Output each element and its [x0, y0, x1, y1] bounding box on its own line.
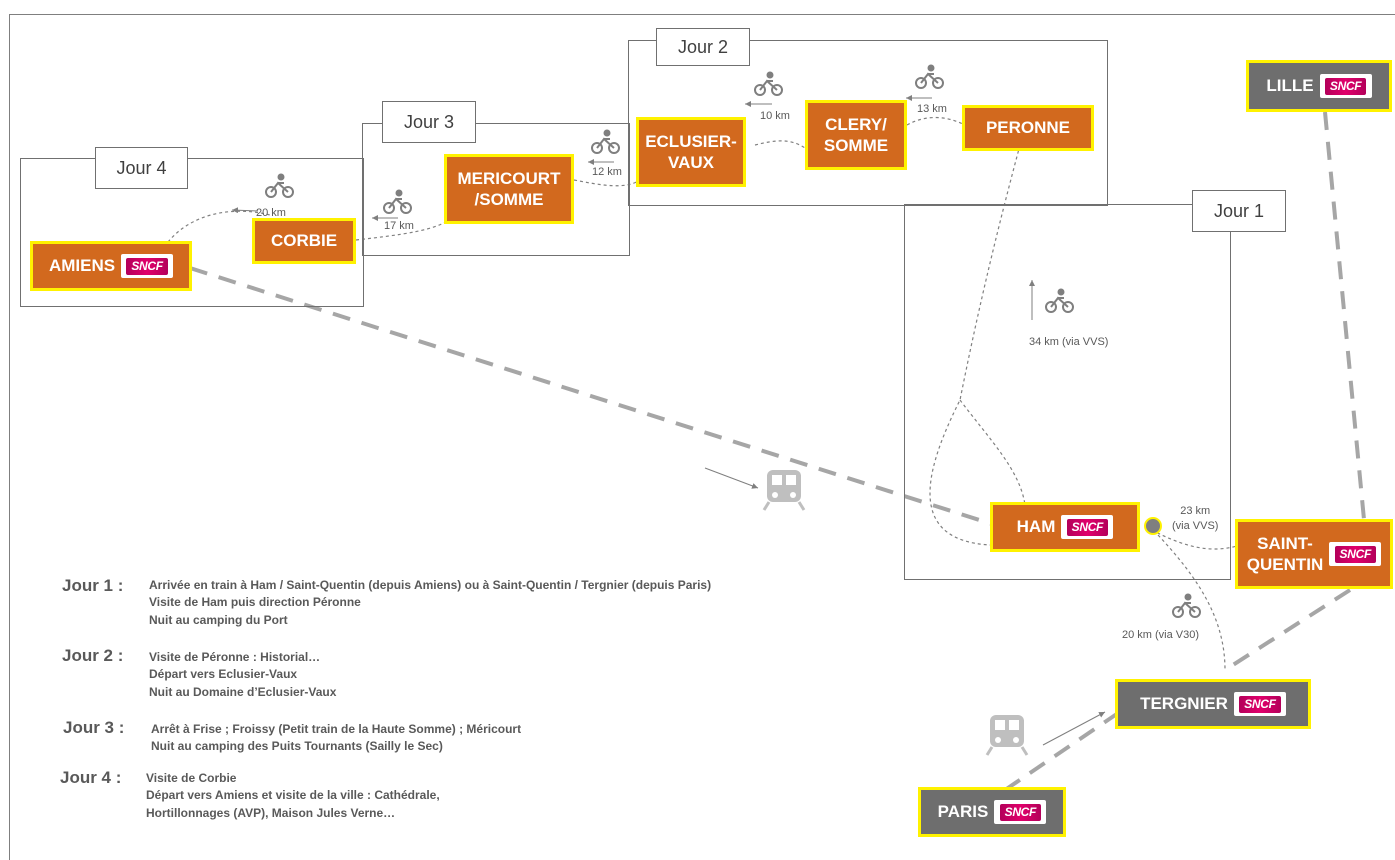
city-name: ECLUSIER- VAUX [645, 131, 737, 172]
legend-line: Visite de Ham puis direction Péronne [149, 595, 361, 610]
city-lille: LILLE SNCF [1246, 60, 1392, 112]
city-name: SAINT- QUENTIN [1246, 533, 1324, 574]
legend-line: Arrivée en train à Ham / Saint-Quentin (… [149, 578, 712, 592]
junction-dot [1144, 517, 1162, 535]
bike-icon [915, 64, 944, 89]
day-label-jour1: Jour 1 [1192, 190, 1286, 232]
city-amiens: AMIENS SNCF [30, 241, 192, 291]
city-name: AMIENS [48, 256, 116, 276]
day-box-jour3 [362, 123, 630, 256]
city-tergnier: TERGNIER SNCF [1115, 679, 1311, 729]
sncf-logo-text: SNCF [126, 257, 168, 275]
distance-label: 12 km [592, 166, 622, 178]
day-box-jour2 [628, 40, 1108, 206]
train-icon [985, 715, 1029, 756]
legend-text-1: Arrivée en train à Ham / Saint-Quentin (… [149, 577, 711, 629]
arrow-left [231, 207, 259, 214]
bike-route-amiens-corbie [167, 210, 271, 243]
sncf-logo-text: SNCF [1334, 545, 1376, 563]
sncf-logo: SNCF [121, 254, 174, 278]
legend-day-4: Jour 4 : [60, 768, 122, 787]
distance-label: 23 km (via VVS) [1172, 505, 1219, 532]
bike-route-ham-peronne-2 [959, 399, 1026, 506]
city-name: CLERY/ SOMME [823, 114, 889, 155]
city-name: CORBIE [270, 231, 338, 251]
city-paris: PARIS SNCF [918, 787, 1066, 837]
train-line-saint-quentin-tergnier [1223, 588, 1352, 672]
distance-label: 34 km (via VVS) [1029, 336, 1109, 348]
arrow-train [1042, 711, 1106, 746]
train-line-lille-saint-quentin [1323, 111, 1367, 531]
legend-line: Hortillonnages (AVP), Maison Jules Verne… [146, 805, 396, 820]
bike-route-clery-peronne [906, 116, 966, 126]
bike-route-mericourt-eclusier [573, 179, 641, 187]
legend-line: Nuit au Domaine d’Eclusier-Vaux [149, 684, 337, 699]
sncf-logo: SNCF [1329, 542, 1382, 566]
distance-label: 17 km [384, 220, 414, 232]
distance-label: 20 km [256, 207, 286, 219]
arrow-train [704, 467, 759, 489]
sncf-logo-text: SNCF [1324, 77, 1367, 95]
legend-day-3: Jour 3 : [63, 718, 125, 737]
day-label-jour3: Jour 3 [382, 101, 476, 143]
legend-line: Visite de Péronne : Historial… [149, 650, 321, 664]
legend-text-4: Visite de Corbie Départ vers Amiens et v… [146, 770, 440, 822]
distance-label: 20 km (via V30) [1122, 629, 1200, 641]
legend-line: Nuit au camping du Port [149, 612, 288, 627]
train-icon [762, 470, 806, 511]
bike-route-ham-peronne-1 [929, 144, 1021, 546]
legend-line: Départ vers Amiens et visite de la ville… [146, 788, 440, 803]
city-mericourt: MERICOURT /SOMME [444, 154, 574, 224]
legend-line: Arrêt à Frise ; Froissy (Petit train de … [151, 722, 522, 736]
train-line-amiens-ham [189, 266, 996, 527]
city-corbie: CORBIE [252, 218, 356, 264]
sncf-logo: SNCF [1319, 74, 1372, 98]
bike-icon [1045, 288, 1074, 313]
city-name: MERICOURT /SOMME [457, 168, 561, 209]
city-clery: CLERY/ SOMME [805, 100, 907, 170]
day-box-jour1 [904, 204, 1231, 580]
legend-day-1: Jour 1 : [62, 576, 124, 595]
sncf-logo: SNCF [1233, 692, 1286, 716]
legend-line: Départ vers Eclusier-Vaux [149, 667, 298, 682]
bike-icon [754, 71, 783, 96]
city-ham: HAM SNCF [990, 502, 1140, 552]
legend-text-3: Arrêt à Frise ; Froissy (Petit train de … [151, 721, 521, 756]
bike-icon [591, 129, 620, 154]
legend-day-2: Jour 2 : [62, 646, 124, 665]
sncf-logo: SNCF [994, 800, 1047, 824]
city-name: LILLE [1266, 76, 1314, 96]
legend-text-2: Visite de Péronne : Historial… Départ ve… [149, 649, 336, 701]
bike-icon [265, 173, 294, 198]
day-label-jour2: Jour 2 [656, 28, 750, 66]
sncf-logo-text: SNCF [999, 803, 1042, 821]
city-name: PARIS [937, 802, 989, 822]
distance-label: 13 km [917, 103, 947, 115]
city-name: HAM [1016, 517, 1056, 537]
distance-label: 10 km [760, 110, 790, 122]
legend-line: Visite de Corbie [146, 771, 237, 785]
city-peronne: PERONNE [962, 105, 1094, 151]
map-frame [9, 14, 1395, 860]
city-name: TERGNIER [1140, 694, 1228, 714]
sncf-logo-text: SNCF [1066, 518, 1109, 536]
city-eclusier-vaux: ECLUSIER- VAUX [636, 117, 746, 187]
city-saint-quentin: SAINT- QUENTIN SNCF [1235, 519, 1393, 589]
sncf-logo: SNCF [1061, 515, 1114, 539]
day-box-jour4 [20, 158, 364, 307]
bike-icon [1172, 593, 1201, 618]
train-line-paris-tergnier [1003, 703, 1132, 792]
bike-route-ham-tergnier [1157, 534, 1226, 671]
city-name: PERONNE [985, 118, 1071, 138]
bike-icon [383, 189, 412, 214]
sncf-logo-text: SNCF [1239, 695, 1281, 713]
legend-line: Nuit au camping des Puits Tournants (Sai… [151, 739, 443, 754]
day-label-jour4: Jour 4 [95, 147, 188, 189]
